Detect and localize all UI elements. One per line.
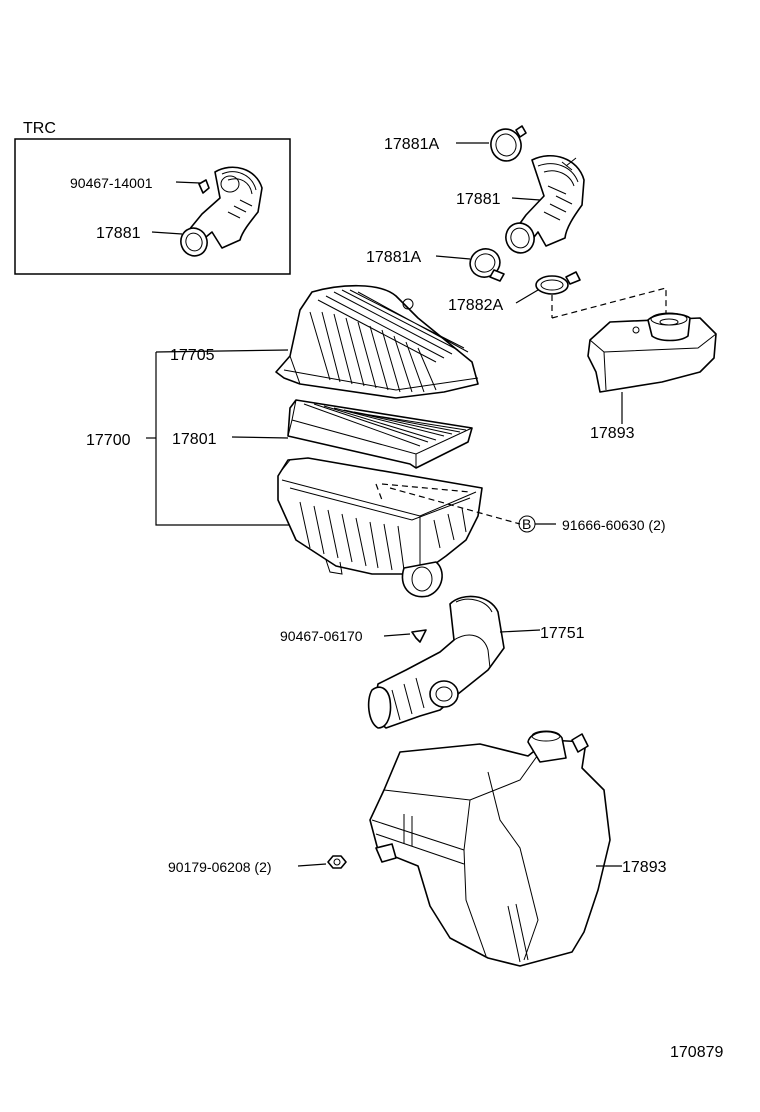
resonator-small-drawing (587, 312, 717, 393)
nut-drawing (327, 855, 347, 869)
bolt-callout: 91666-60630 (2) (562, 517, 666, 533)
hose-callout: 17881 (456, 191, 501, 208)
resonator-large-callout: 17893 (622, 859, 667, 876)
trc-clip-drawing (198, 179, 210, 194)
element-drawing (287, 399, 473, 469)
clamp-a-top-drawing (490, 125, 527, 162)
assy-callout: 17700 (86, 432, 131, 449)
clamp-a-bottom-callout: 17881A (366, 249, 421, 266)
trc-label: TRC (23, 120, 56, 137)
inlet-drawing (367, 595, 505, 729)
cap-sub-callout: 17705 (170, 347, 215, 364)
trc-hose-drawing (180, 166, 263, 257)
case-drawing (277, 457, 483, 598)
trc-hose-callout: 17881 (96, 225, 141, 242)
nut-callout: 90179-06208 (2) (168, 859, 272, 875)
clamp-a-top-callout: 17881A (384, 136, 439, 153)
element-callout: 17801 (172, 431, 217, 448)
assy-bracket (155, 352, 290, 526)
inlet-callout: 17751 (540, 625, 585, 642)
clamp-b-callout: 17882A (448, 297, 503, 314)
resonator-large-drawing (369, 730, 611, 967)
bolt-b-marker: B (518, 515, 536, 533)
resonator-small-callout: 17893 (590, 425, 635, 442)
trc-inset: TRC 90467-14001 17881 (14, 120, 291, 275)
figure-number: 170879 (670, 1044, 723, 1061)
clip-callout: 90467-06170 (280, 628, 363, 644)
clip-drawing (411, 629, 427, 643)
cap-sub-drawing (275, 284, 479, 399)
trc-clip-callout: 90467-14001 (70, 175, 153, 191)
bolt-b-letter: B (522, 516, 531, 532)
clamp-b-drawing (535, 271, 581, 295)
intake-hose-drawing (505, 155, 585, 254)
clamp-a-bottom-drawing (469, 248, 505, 282)
